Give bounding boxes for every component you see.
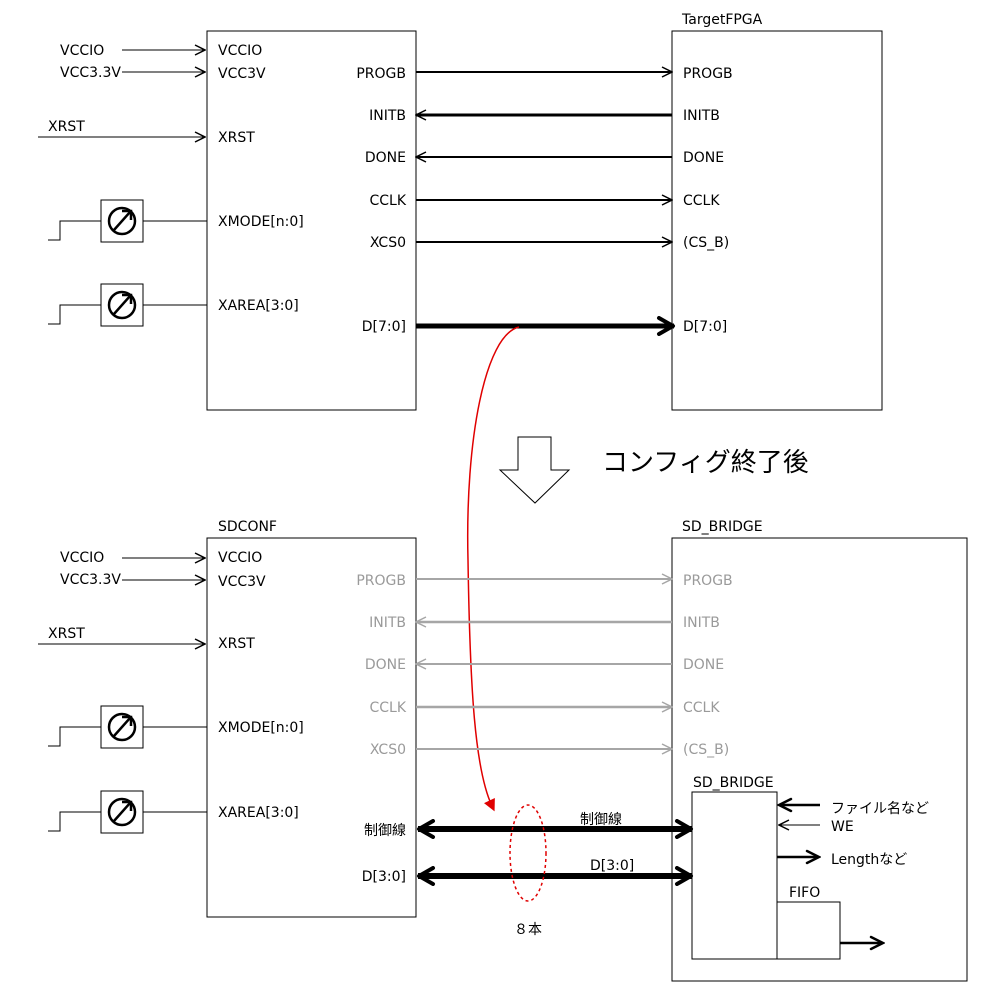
sdconf-pin-xcs0: XCS0 [370,742,406,758]
bridge-pin-done: DONE [683,657,724,673]
fpga-pin-initb: INITB [683,108,720,124]
top-area-switch [48,283,207,327]
sdconf-pin-vcc3v: VCC3V [218,574,266,590]
top-pin-vcc3v: VCC3V [218,66,266,82]
top-pin-d70: D[7:0] [362,319,406,335]
target-fpga-title: TargetFPGA [681,12,763,28]
bottom-ext-vccio-label: VCCIO [60,550,104,566]
inner-sd-bridge-title: SD_BRIDGE [693,775,774,791]
bottom-ext-vcc33-label: VCC3.3V [60,572,121,588]
sdconf-pin-d30: D[3:0] [362,869,406,885]
top-pin-cclk: CCLK [369,193,406,209]
filename-input-label: ファイル名など [831,801,929,817]
sdconf-pin-initb: INITB [369,615,406,631]
top-pin-xcs0: XCS0 [370,235,406,251]
data-bus-label: D[3:0] [590,858,634,874]
bottom-mode-switch [48,705,207,749]
rotary-switch-pointer-head [122,209,133,220]
top-pin-xmode: XMODE[n:0] [218,214,304,230]
wire-count-label: ８本 [514,922,542,938]
rotary-switch-pointer-head [122,715,133,726]
fpga-pin-cclk: CCLK [683,193,720,209]
rotary-switch-pointer [113,295,131,315]
ground-wire [48,304,101,325]
fpga-pin-done: DONE [683,150,724,166]
top-pin-xrst: XRST [218,130,255,146]
sdconf-pin-vccio: VCCIO [218,550,262,566]
sdconf-pin-xarea: XAREA[3:0] [218,805,299,821]
top-pin-progb: PROGB [356,66,406,82]
wire-count-ellipse [509,804,547,902]
bridge-pin-csb: (CS_B) [683,742,729,758]
sd-bridge-title: SD_BRIDGE [682,519,763,535]
red-bus-reduction-arrow [466,326,520,812]
top-pin-xarea: XAREA[3:0] [218,298,299,314]
inner-sd-bridge-block [691,791,778,960]
top-pin-vccio: VCCIO [218,43,262,59]
transition-label: コンフィグ終了後 [602,448,809,478]
fpga-pin-csb: (CS_B) [683,235,729,251]
we-input-label: WE [831,819,854,835]
top-ext-vcc33-label: VCC3.3V [60,65,121,81]
bottom-ext-xrst-label: XRST [48,626,85,642]
target-fpga-block [671,30,883,411]
top-mode-switch [48,199,207,243]
fpga-pin-progb: PROGB [683,66,733,82]
top-pin-done: DONE [365,150,406,166]
ground-wire [48,726,101,747]
bridge-pin-initb: INITB [683,615,720,631]
sd-bridge-block [671,537,968,982]
sdconf-pin-control: 制御線 [364,823,406,839]
length-output-label: Lengthなど [831,852,907,868]
ground-wire [48,811,101,832]
sdconf-pin-cclk: CCLK [369,700,406,716]
bottom-area-switch [48,790,207,834]
rotary-switch-pointer [113,717,131,737]
sdconf-pin-xmode: XMODE[n:0] [218,720,304,736]
fifo-block [776,901,841,960]
control-bus-label: 制御線 [580,812,622,828]
fpga-pin-d70: D[7:0] [683,319,727,335]
bottom-diagram: SDCONF SD_BRIDGE VCCIO VCC3.3V XRST VC [38,519,968,982]
rotary-switch-pointer-head [122,293,133,304]
sdconf-pin-xrst: XRST [218,636,255,652]
bridge-pin-progb: PROGB [683,573,733,589]
top-diagram: TargetFPGA VCCIO VCC3.3V XRST VCCIO VCC3… [38,12,883,411]
top-ext-vccio-label: VCCIO [60,43,104,59]
sdconf-pin-progb: PROGB [356,573,406,589]
rotary-switch-pointer [113,211,131,231]
fifo-title: FIFO [789,885,820,901]
sdconf-pin-done: DONE [365,657,406,673]
sdconf-title: SDCONF [218,519,277,535]
top-pin-initb: INITB [369,108,406,124]
bridge-pin-cclk: CCLK [683,700,720,716]
top-ext-xrst-label: XRST [48,119,85,135]
rotary-switch-pointer [113,802,131,822]
ground-wire [48,220,101,241]
transition-down-arrow [498,436,571,504]
rotary-switch-pointer-head [122,800,133,811]
